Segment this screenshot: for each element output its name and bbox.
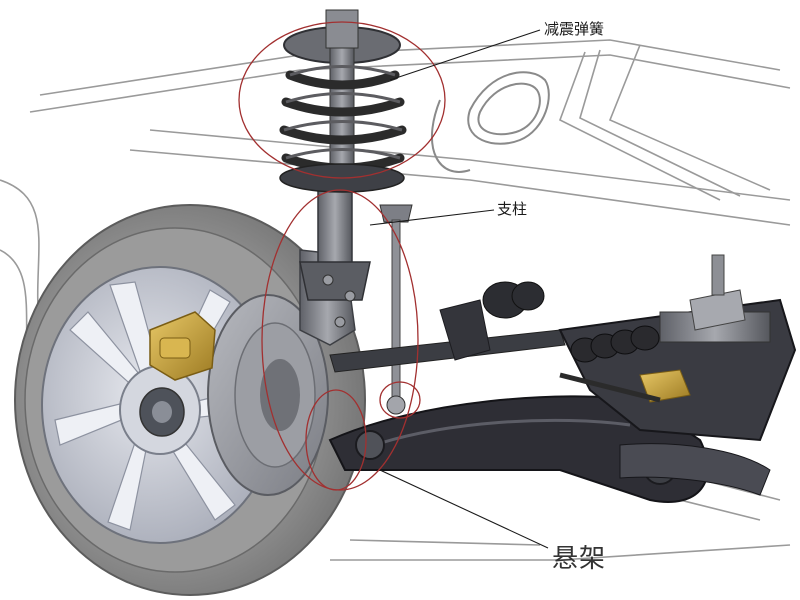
- brake-disc-icon: [207, 294, 329, 496]
- steering-rack-icon: [559, 254, 771, 403]
- callout-lines: [369, 29, 549, 549]
- coil-spring-icon: [279, 9, 407, 193]
- label-shock-spring: 减震弹簧: [544, 20, 605, 38]
- caliper-icon: [149, 311, 216, 381]
- label-strut: 支柱: [497, 200, 528, 218]
- drive-shaft-icon: [329, 281, 566, 373]
- label-suspension: 悬架: [552, 544, 607, 574]
- mirror-outline: [431, 71, 550, 173]
- highlight-circles: [238, 21, 446, 491]
